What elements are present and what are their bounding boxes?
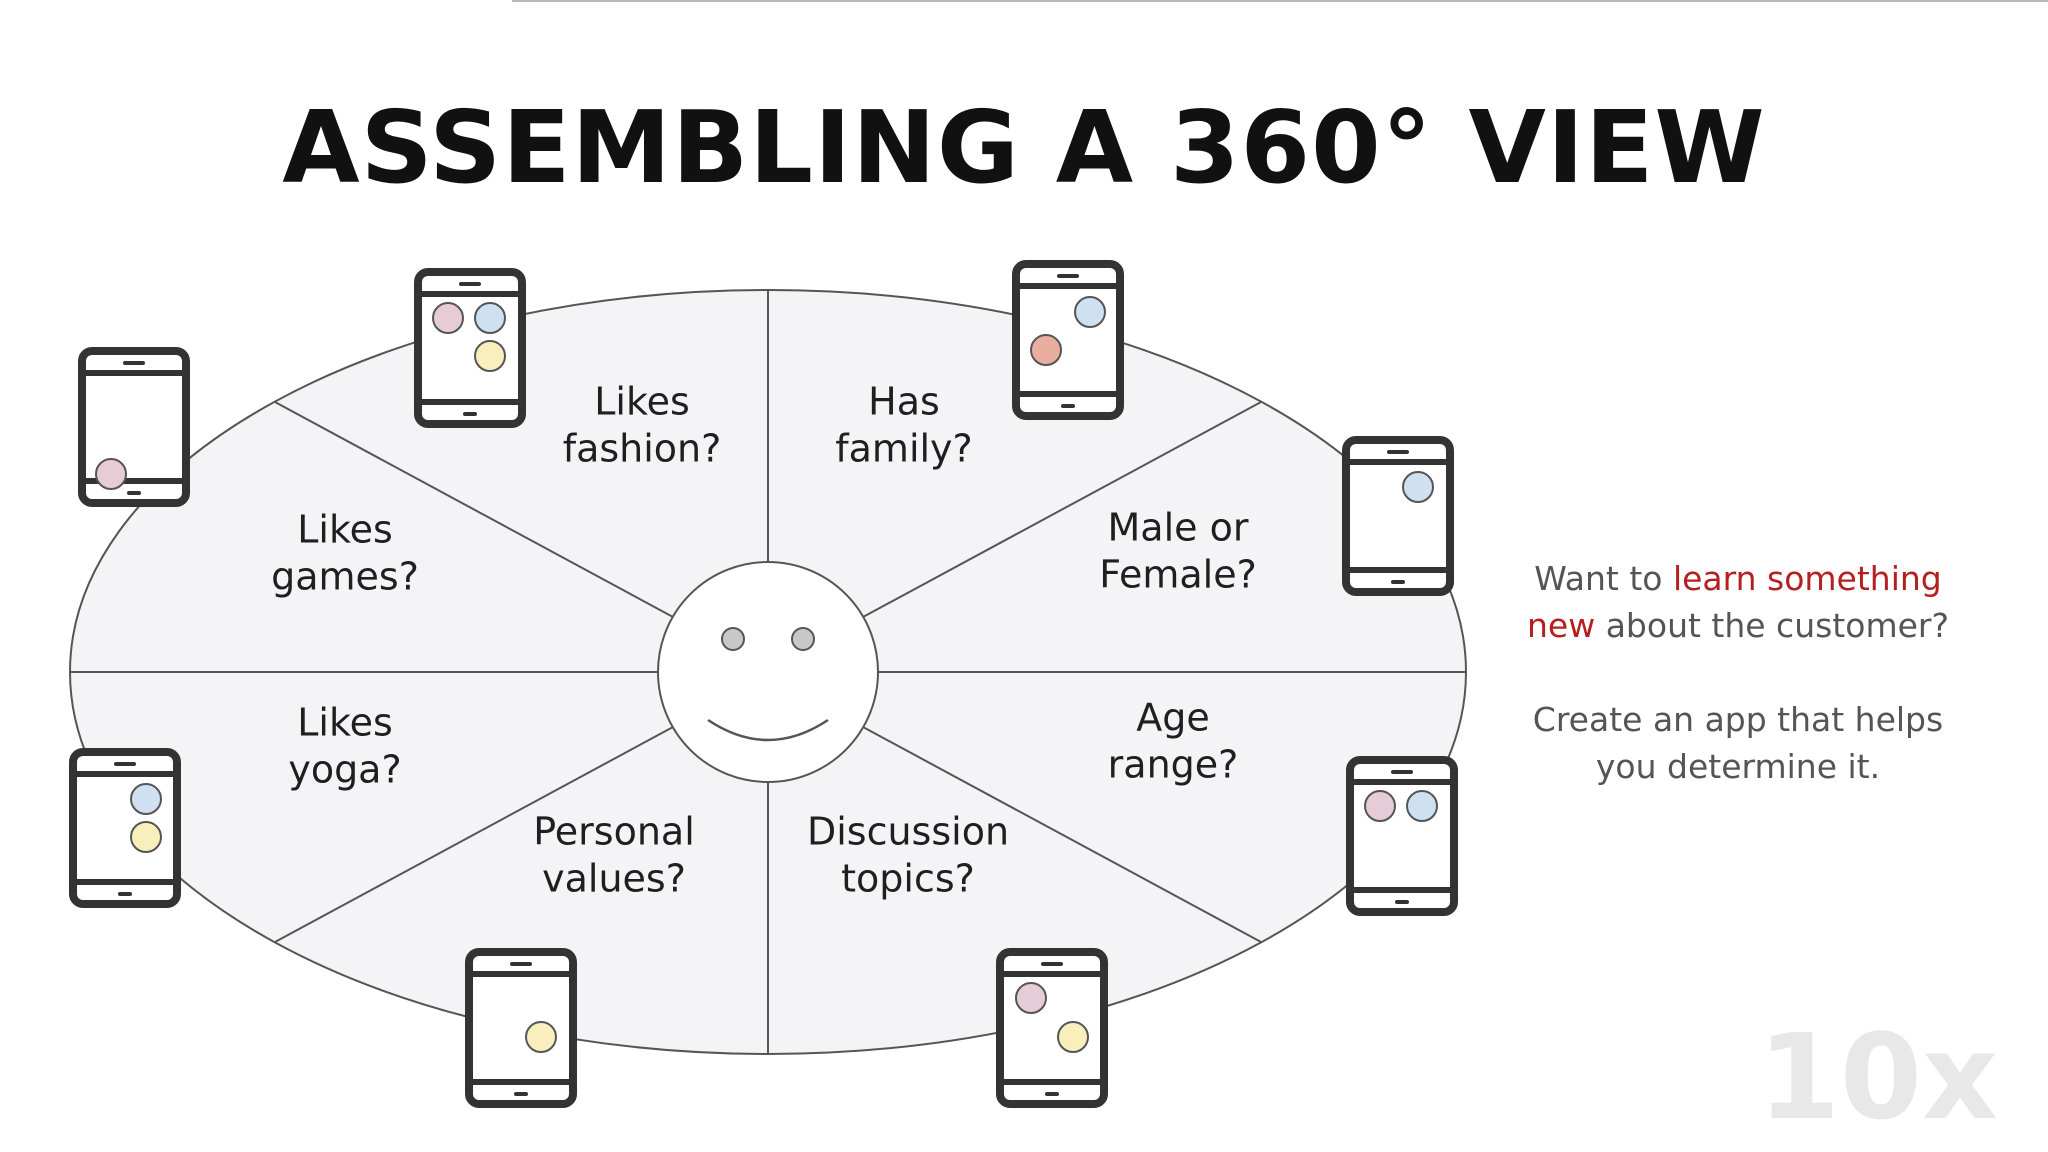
logo-text: 10x [1758, 1026, 1998, 1126]
segment-label-line: games? [271, 555, 419, 599]
app-bubble-icon [130, 821, 162, 853]
app-bubble-icon [525, 1021, 557, 1053]
segment-label-line: Likes [297, 701, 393, 745]
phone-body [465, 948, 577, 1108]
phone-icon [78, 347, 190, 507]
phone-icon [996, 948, 1108, 1108]
app-bubble-icon [95, 458, 127, 490]
app-bubble-icon [1406, 790, 1438, 822]
divider-line [274, 726, 674, 943]
segment-label-line: Has [868, 380, 940, 424]
phone-icon [69, 748, 181, 908]
cta-line1: Create an app that helps [1532, 700, 1944, 739]
segment-label-line: yoga? [288, 748, 401, 792]
side-note-highlight: new [1527, 606, 1596, 645]
app-bubble-icon [474, 302, 506, 334]
smiley-right-eye [791, 627, 815, 651]
top-rule [512, 0, 2048, 2]
divider-line [274, 401, 674, 618]
app-bubble-icon [1074, 296, 1106, 328]
app-bubble-icon [1030, 334, 1062, 366]
phone-icon [414, 268, 526, 428]
segment-label-line: fashion? [563, 427, 722, 471]
smiley-mouth [707, 718, 829, 742]
segment-label-line: Personal [533, 810, 695, 854]
segment-label-line: Male or [1108, 506, 1249, 550]
segment-label-line: topics? [841, 857, 975, 901]
page-title: ASSEMBLING A 360° VIEW [282, 89, 1766, 206]
divider-lines [70, 290, 1466, 1054]
segment-label-line: Age [1136, 696, 1210, 740]
call-to-action: Create an app that helps you determine i… [1488, 696, 1988, 790]
divider-line [862, 726, 1262, 943]
phone-icon [1342, 436, 1454, 596]
brand-logo: 10x [1758, 1026, 1998, 1126]
app-bubble-icon [432, 302, 464, 334]
segment-label-line: family? [835, 427, 972, 471]
phone-icon [1346, 756, 1458, 916]
app-bubble-icon [474, 340, 506, 372]
side-note-text: Want to [1534, 559, 1673, 598]
app-bubble-icon [1402, 471, 1434, 503]
app-bubble-icon [1015, 982, 1047, 1014]
segment-label-line: Female? [1099, 553, 1257, 597]
app-bubble-icon [1364, 790, 1396, 822]
app-bubble-icon [1057, 1021, 1089, 1053]
smiley-left-eye [721, 627, 745, 651]
segment-label-line: Likes [297, 508, 393, 552]
cta-line2: you determine it. [1595, 747, 1881, 786]
side-note-line1: Want to learn something [1488, 555, 1988, 602]
divider-line [862, 401, 1262, 618]
segment-label-line: values? [542, 857, 686, 901]
phone-icons [69, 260, 1458, 1108]
phone-icon [465, 948, 577, 1108]
segment-label-line: Likes [594, 380, 690, 424]
segment-label-line: Discussion [807, 810, 1009, 854]
segment-label-line: range? [1108, 743, 1239, 787]
side-note-highlight: learn something [1672, 559, 1942, 598]
phone-icon [1012, 260, 1124, 420]
side-note-text: about the customer? [1595, 606, 1949, 645]
smiley-face [657, 561, 879, 783]
smiley-head [657, 561, 879, 783]
app-bubble-icon [130, 783, 162, 815]
side-note: Want to learn something new about the cu… [1488, 555, 1988, 649]
side-note-line2: new about the customer? [1488, 602, 1988, 649]
